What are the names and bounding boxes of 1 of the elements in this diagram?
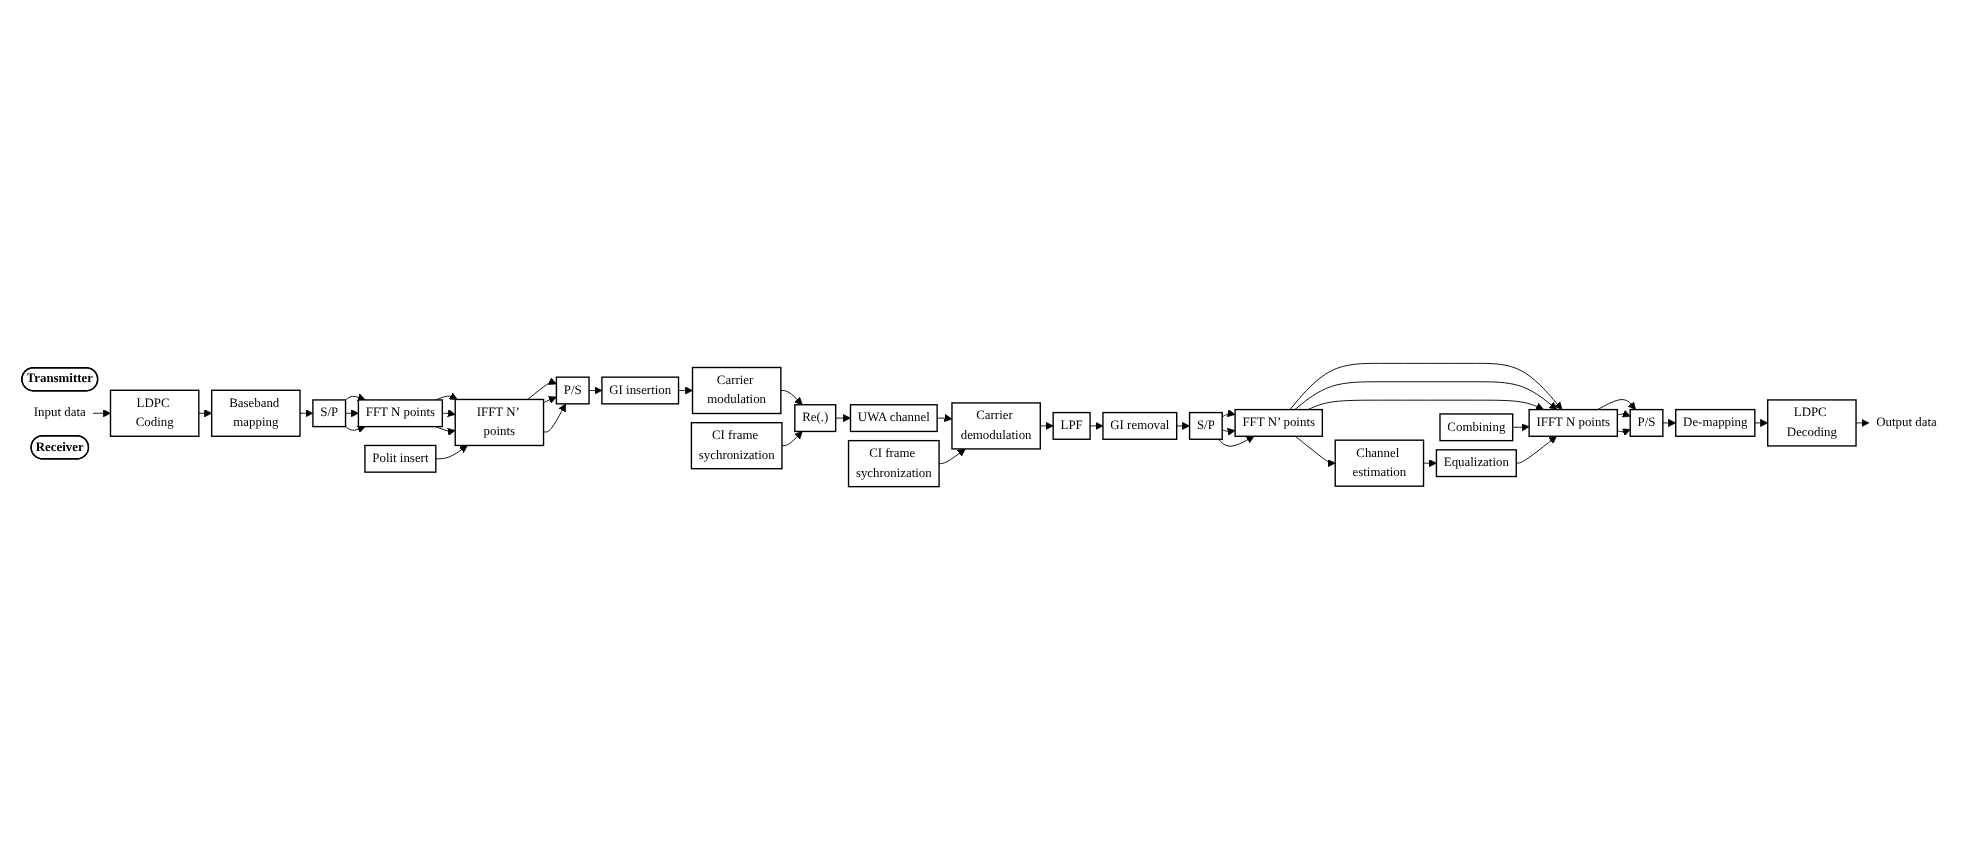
arrow [542,395,556,403]
